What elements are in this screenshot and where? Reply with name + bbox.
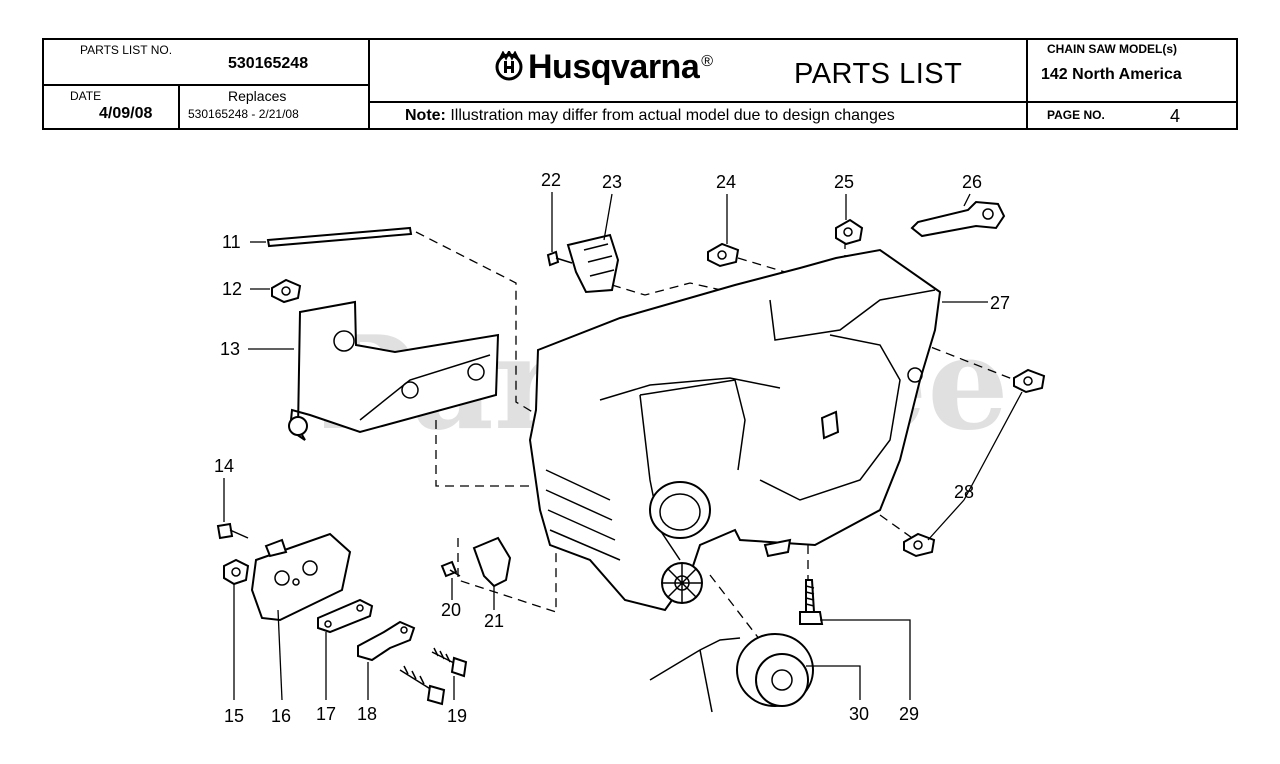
callout-11: 11: [222, 232, 241, 252]
registered-mark: ®: [701, 53, 713, 70]
callout-25: 25: [834, 172, 854, 192]
parts-list-no-value: 530165248: [228, 55, 309, 72]
part-21-cover: [472, 536, 512, 588]
part-28-nut-upper: [1013, 368, 1046, 394]
part-16-guide-plate: [250, 532, 352, 622]
part-23-bracket: [566, 233, 620, 294]
callout-29: 29: [899, 704, 919, 724]
callout-21: 21: [484, 611, 504, 631]
callout-17: 17: [316, 704, 336, 724]
callout-28: 28: [954, 482, 974, 502]
part-26-lever: [910, 200, 1006, 238]
part-12-nut: [271, 278, 302, 304]
callout-27: 27: [990, 293, 1010, 313]
date-label: DATE: [70, 89, 102, 103]
part-29-bolt: [799, 579, 824, 625]
callout-19: 19: [447, 706, 467, 726]
callout-24: 24: [716, 172, 736, 192]
callout-numbers: 11 12 13 14 15 16 17 18 19 20 21 22 23 2…: [214, 170, 1010, 726]
callout-30: 30: [849, 704, 869, 724]
page-number: 4: [1170, 106, 1181, 126]
part-24-nut: [707, 242, 740, 268]
callout-18: 18: [357, 704, 377, 724]
assembly-line-28a: [917, 341, 1021, 383]
part-27-crankcase: [528, 248, 942, 612]
part-17-plate: [317, 598, 374, 634]
note-text: Illustration may differ from actual mode…: [450, 107, 895, 124]
callout-20: 20: [441, 600, 461, 620]
page-title: PARTS LIST: [794, 58, 963, 90]
page-label: PAGE NO.: [1047, 108, 1105, 122]
brand-name: Husqvarna: [528, 48, 700, 86]
model-value: 142 North America: [1041, 66, 1182, 83]
part-20-screw: [440, 560, 461, 578]
parts-list-no-label: PARTS LIST NO.: [80, 43, 173, 57]
part-18-bracket: [357, 620, 416, 662]
callout-13: 13: [220, 339, 240, 359]
callout-14: 14: [214, 456, 234, 476]
part-28-nut-lower: [903, 532, 936, 558]
part-13-plate: [288, 300, 500, 441]
date-value: 4/09/08: [99, 105, 153, 122]
callout-12: 12: [222, 279, 242, 299]
assembly-line-21: [457, 538, 557, 613]
assembly-line-30: [709, 574, 761, 641]
page-cell: [1026, 101, 1238, 130]
brand-logo: Husqvarna®: [494, 48, 713, 87]
part-22-screw: [546, 250, 573, 267]
callout-26: 26: [962, 172, 982, 192]
part-30-cap: [649, 633, 814, 713]
part-25-nut: [835, 218, 864, 246]
husqvarna-crown-icon: [495, 49, 523, 81]
callout-23: 23: [602, 172, 622, 192]
model-label: CHAIN SAW MODEL(s): [1047, 42, 1177, 56]
assembly-line-13: [435, 420, 530, 487]
leader-lines: [223, 192, 1023, 701]
replaces-label: Replaces: [228, 88, 287, 104]
assembly-line-28b: [879, 514, 916, 541]
callout-22: 22: [541, 170, 561, 190]
part-11-pin: [266, 226, 413, 248]
note-label: Note:: [405, 107, 446, 124]
assembly-line-24: [737, 257, 786, 273]
replaces-value: 530165248 - 2/21/08: [188, 107, 299, 121]
part-14-screw: [216, 522, 249, 540]
assembly-line-11: [415, 231, 547, 421]
part-19-screw-upper: [431, 647, 468, 678]
callout-16: 16: [271, 706, 291, 726]
assembly-line-23: [611, 282, 731, 296]
part-15-nut: [223, 558, 250, 586]
part-19-screw-lower: [399, 665, 446, 706]
parts-list-header: PARTS LIST NO. 530165248 DATE 4/09/08 Re…: [42, 38, 1238, 130]
callout-15: 15: [224, 706, 244, 726]
note: Note: Illustration may differ from actua…: [405, 107, 895, 125]
